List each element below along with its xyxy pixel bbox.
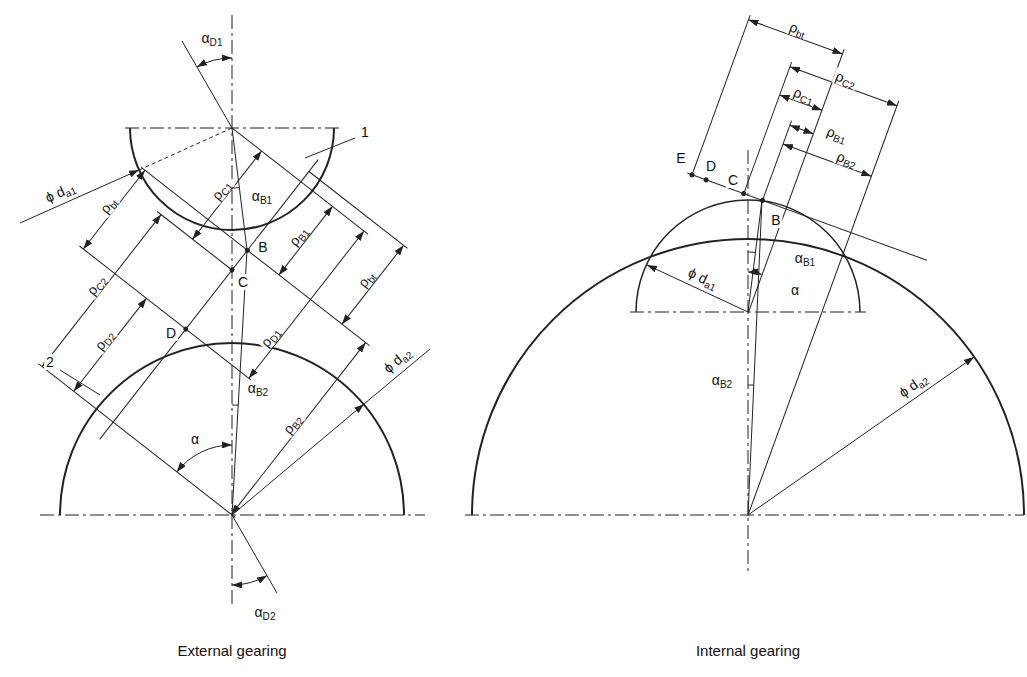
subscript: B2: [290, 415, 306, 431]
subscript: a1: [63, 185, 78, 200]
figure-label: ρB2: [278, 409, 306, 438]
figure-label: E: [674, 150, 687, 166]
figure-label: ρbt: [95, 192, 120, 218]
figure-label: αD1: [200, 30, 225, 46]
subscript: B1: [803, 257, 815, 268]
figure-label: αD2: [253, 604, 278, 620]
figure-label: ρC1: [790, 83, 819, 107]
figure-label: ϕ da2: [379, 343, 416, 378]
figure-label: Internal gearing: [694, 642, 802, 659]
figure-label: ϕ da1: [684, 263, 722, 292]
figure-label: B: [256, 239, 269, 255]
figure-label: C: [726, 172, 740, 188]
figure-label: ρD1: [256, 323, 284, 352]
figure-label: ϕ da2: [894, 368, 932, 401]
figure-label: 1: [359, 124, 371, 140]
figure-label: αB1: [250, 188, 274, 204]
subscript: D1: [267, 329, 284, 346]
figure-label: B: [769, 212, 782, 228]
subscript: a2: [400, 349, 416, 365]
subscript: D2: [101, 331, 118, 348]
figure-label: C: [236, 274, 250, 290]
figure-label: ρD2: [90, 325, 118, 354]
figure-label: ϕ da1: [41, 178, 79, 207]
subscript: a1: [703, 279, 718, 294]
subscript: B2: [841, 157, 856, 172]
figure-label: ρbt: [786, 18, 811, 40]
subscript: B2: [256, 387, 268, 398]
figure-label: ρB1: [823, 122, 851, 145]
subscript: C1: [798, 93, 814, 108]
figure-label: α: [789, 282, 801, 298]
subscript: D2: [263, 611, 276, 622]
figure-label: D: [704, 158, 718, 174]
subscript: D1: [210, 37, 223, 48]
subscript: B1: [260, 195, 272, 206]
figure-label: External gearing: [175, 642, 288, 659]
subscript: B2: [720, 379, 732, 390]
subscript: C1: [218, 181, 235, 198]
figure-label: ρC2: [832, 67, 861, 91]
subscript: bt: [365, 272, 379, 285]
figure-label: D: [164, 325, 178, 341]
figure-label: αB2: [246, 380, 270, 396]
subscript: B1: [296, 227, 312, 243]
figure-label: α: [189, 431, 201, 447]
subscript: C2: [840, 77, 856, 92]
subscript: B1: [831, 132, 846, 147]
figure-label: ρB1: [284, 221, 312, 250]
subscript: bt: [795, 28, 807, 41]
figure-label: 2: [44, 354, 56, 370]
figure-label: ρC1: [207, 175, 235, 204]
figure-label: αB2: [710, 372, 734, 388]
figure-label: ρbt: [353, 266, 378, 292]
figure-label: ρC2: [82, 271, 110, 300]
subscript: bt: [107, 198, 121, 211]
subscript: C2: [93, 276, 110, 293]
figure-label: ρB2: [833, 147, 861, 170]
figure-label: αB1: [793, 250, 817, 266]
